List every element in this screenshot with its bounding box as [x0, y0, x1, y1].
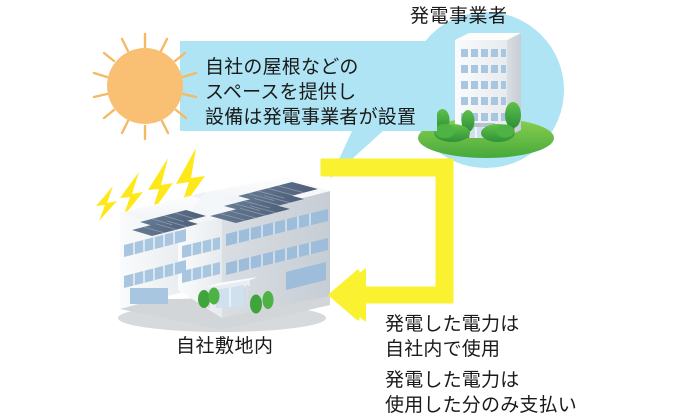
- speech-bubble-text: 自社の屋根などの スペースを提供し 設備は発電事業者が設置: [205, 57, 417, 129]
- note-usage: 発電した電力は 自社内で使用: [385, 314, 520, 361]
- bush-icon: [481, 124, 515, 142]
- bush-icon: [198, 287, 274, 314]
- bush-icon: [434, 124, 470, 142]
- factory-building-with-solar-panels-icon: [118, 177, 330, 332]
- office-building-icon: [418, 33, 554, 158]
- note-payment: 発電した電力は 使用した分のみ支払い: [385, 370, 578, 417]
- tree-icon: [505, 102, 521, 135]
- own-site-label: 自社敷地内: [176, 336, 274, 357]
- sun-icon: [92, 32, 198, 141]
- provider-label: 発電事業者: [410, 6, 508, 27]
- speech-bubble: [180, 41, 437, 179]
- u-turn-arrow-left-icon[interactable]: [320, 158, 454, 322]
- lightning-bolt-icon: [96, 148, 205, 221]
